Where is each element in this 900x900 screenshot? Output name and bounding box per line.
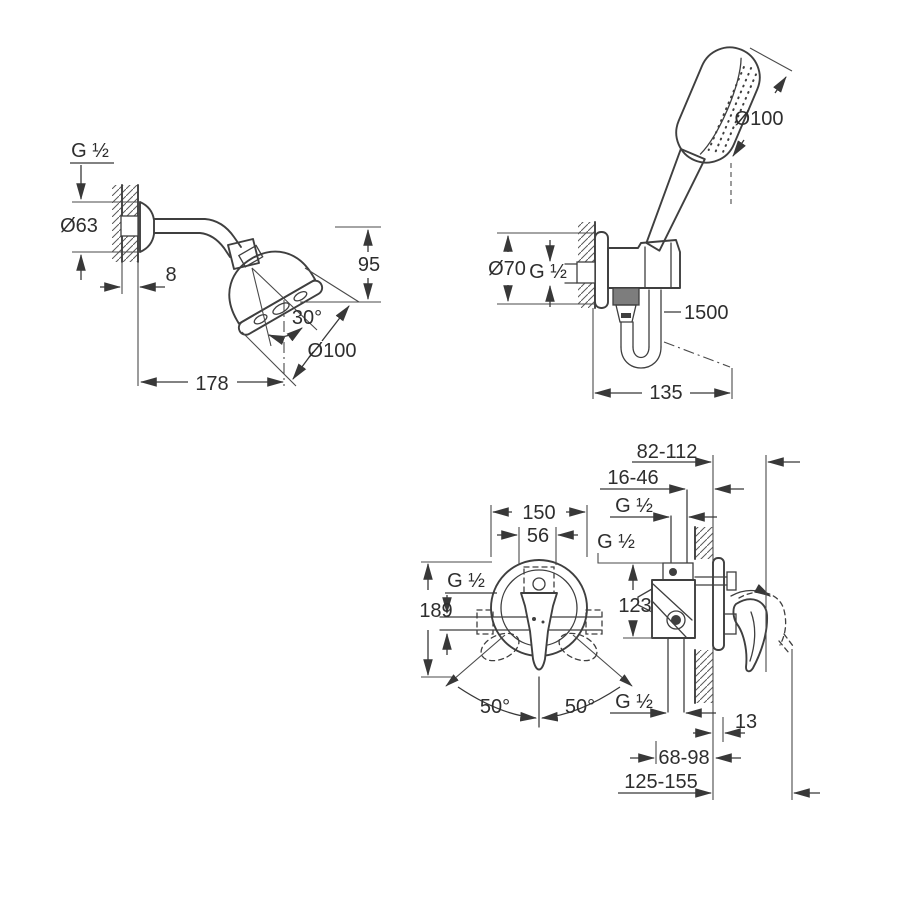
dimension-plate-13: 13 — [693, 711, 757, 742]
dimension-head-100: Ø100 — [241, 267, 360, 387]
wall-union-holder — [564, 231, 681, 323]
escutcheon — [139, 201, 155, 253]
mixer-front-view — [439, 559, 603, 671]
dim-label-189: 189 — [419, 600, 452, 622]
dimension-head-100-handshower: Ø100 — [730, 47, 793, 208]
dim-label-50-left: 50° — [480, 696, 510, 718]
shower-arm — [139, 201, 260, 270]
dimension-projection-178: 178 — [139, 300, 285, 395]
dim-label-13: 13 — [735, 711, 757, 733]
dimension-depth-68-98: 68-98 — [630, 741, 741, 769]
dim-label-hose: 1500 — [684, 302, 729, 324]
dim-label-thread-inlet: G ½ — [447, 570, 485, 592]
union-escutcheon — [594, 231, 609, 309]
dim-label-angle: 30° — [292, 307, 322, 329]
top-outlet-union — [662, 562, 694, 581]
dim-label-head-dia-2: Ø100 — [735, 108, 784, 130]
mixer-side-view — [637, 455, 794, 800]
dimension-swivel-angles: 50° 50° — [445, 634, 633, 728]
overhead-shower-drawing: G ½ Ø63 8 95 30° — [60, 140, 381, 395]
hand-shower-handle — [645, 148, 706, 252]
dimension-hose-1500: 1500 — [664, 302, 729, 324]
dim-label-flange-70: Ø70 — [488, 258, 526, 280]
dim-label-125-155: 125-155 — [624, 771, 697, 793]
dimension-thread-top: G ½ — [610, 495, 717, 522]
wall-section — [112, 184, 139, 263]
shower-hose — [620, 289, 662, 369]
union-body — [607, 239, 681, 289]
dim-label-thread: G ½ — [71, 140, 109, 162]
dimension-cartridge-56: 56 — [497, 525, 578, 565]
diverter-knob — [666, 610, 686, 630]
hand-shower — [645, 46, 761, 252]
dim-label-height: 95 — [358, 254, 380, 276]
dimension-wall-8: 8 — [100, 262, 177, 386]
concealed-mixer-drawing: 82-112 16-46 G ½ 150 56 G ½ — [419, 441, 820, 800]
dim-label-thread-outlet: G ½ — [597, 531, 635, 553]
dimension-thread-g12-2: G ½ — [529, 240, 567, 307]
dim-label-50-right: 50° — [565, 696, 595, 718]
dim-label-68-98: 68-98 — [658, 747, 709, 769]
dimension-depth-125-155: 125-155 — [618, 771, 820, 798]
dim-label-thread-top: G ½ — [615, 495, 653, 517]
mixer-lever — [520, 592, 558, 671]
rosette-side — [712, 557, 725, 651]
dim-label-56: 56 — [527, 525, 549, 547]
dim-label-150: 150 — [522, 502, 555, 524]
dimension-flange-70: Ø70 — [488, 232, 594, 305]
ball-joint — [227, 238, 260, 270]
dim-label-head-dia: Ø100 — [308, 340, 357, 362]
union-thread-stub — [576, 261, 596, 284]
dimension-thread-bottom: G ½ — [610, 691, 716, 718]
dimension-thread-inlet: G ½ — [442, 570, 497, 655]
thread-stub — [120, 215, 139, 237]
dimension-plate-150: 150 — [490, 502, 588, 557]
mounting-screw — [726, 571, 737, 591]
shower-head — [228, 244, 324, 336]
dim-label-offset-135: 135 — [649, 382, 682, 404]
dim-label-flange: Ø63 — [60, 215, 98, 237]
dim-label-projection: 178 — [195, 373, 228, 395]
dimension-angle-30: 30° — [251, 267, 322, 347]
dim-label-thread-bottom: G ½ — [615, 691, 653, 713]
dimension-thread-outlet: G ½ — [597, 531, 635, 564]
dim-label-82-112: 82-112 — [637, 441, 698, 463]
dim-label-wall: 8 — [165, 264, 176, 286]
dimension-flange-63: Ø63 — [60, 201, 140, 280]
dimension-offset-135: 135 — [592, 308, 733, 404]
dimension-thread-g12: G ½ — [70, 140, 114, 201]
hand-shower-set-drawing: Ø100 Ø70 G ½ 1500 135 — [488, 46, 793, 404]
dim-label-thread-2: G ½ — [529, 261, 567, 283]
cartridge-screw — [532, 577, 546, 591]
dim-label-123: 123 — [618, 595, 651, 617]
dimension-height-95: 95 — [300, 226, 381, 303]
dimension-ports-123: 123 — [618, 562, 680, 639]
dimension-depth-82-112: 82-112 — [632, 441, 800, 467]
lever-swing-left — [480, 632, 520, 662]
hose-nut — [612, 287, 640, 306]
dimension-depth-16-46: 16-46 — [600, 467, 744, 494]
dim-label-16-46: 16-46 — [607, 467, 658, 489]
